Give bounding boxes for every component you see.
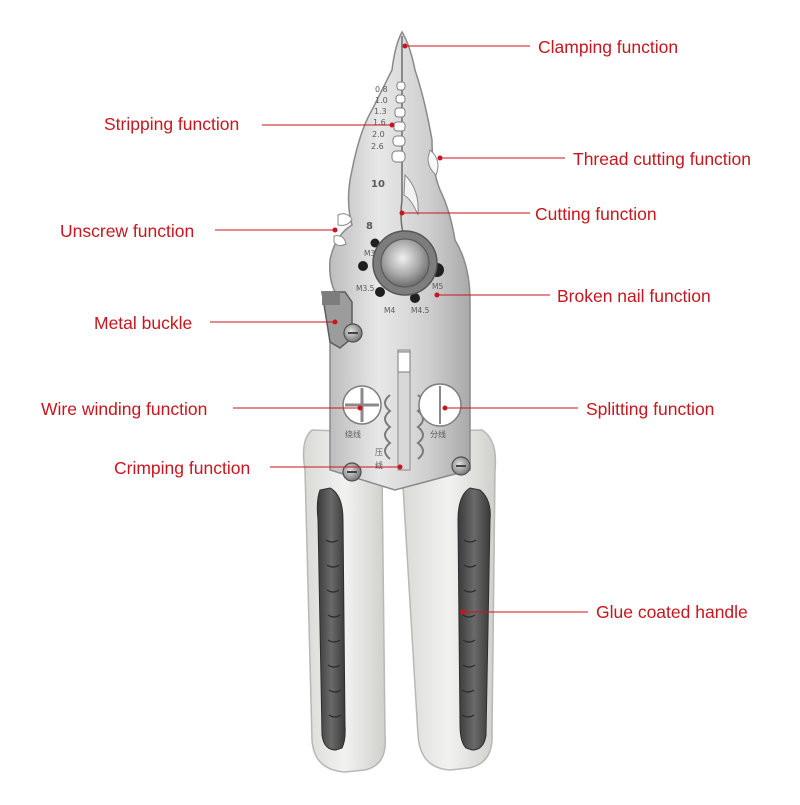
leader-lines xyxy=(210,43,588,615)
wire-winding-hole xyxy=(342,385,382,425)
splitting-hole xyxy=(418,383,462,427)
wire-winding-function-label: Wire winding function xyxy=(41,399,208,419)
screw-mark-m3: M3 xyxy=(364,249,375,258)
size-mark-8: 8 xyxy=(366,221,373,232)
glue-coated-handle-label: Glue coated handle xyxy=(596,602,748,622)
broken-nail-function-label: Broken nail function xyxy=(557,286,711,306)
gauge-mark-1: 1.0 xyxy=(375,96,388,105)
size-mark-10: 10 xyxy=(371,179,385,190)
unscrew-function-label: Unscrew function xyxy=(60,221,195,241)
steel-markings: 0.8 1.0 1.3 1.6 2.0 2.6 10 8 M3 M3.5 M4 … xyxy=(345,85,446,470)
clamping-function-label: Clamping function xyxy=(538,37,679,57)
grip-ridges-right xyxy=(461,539,477,718)
chinese-split-mark: 分线 xyxy=(430,429,446,439)
screw-mark-m5: M5 xyxy=(432,282,443,291)
gauge-mark-0: 0.8 xyxy=(375,85,388,94)
cutting-function-label: Cutting function xyxy=(535,204,657,224)
gauge-mark-2: 1.3 xyxy=(374,107,387,116)
thread-cutting-function-label: Thread cutting function xyxy=(573,149,752,169)
splitting-function-label: Splitting function xyxy=(586,399,715,419)
screw-mark-m35: M3.5 xyxy=(356,284,375,293)
screw-holes xyxy=(358,238,444,303)
gauge-mark-3: 1.6 xyxy=(373,118,386,127)
left-handle xyxy=(302,429,387,773)
chinese-crimp-mark: 压 xyxy=(375,448,383,457)
gauge-mark-4: 2.0 xyxy=(372,130,385,139)
chinese-winding-mark: 绕线 xyxy=(345,429,361,439)
pivot-knob xyxy=(380,238,430,288)
chinese-line-mark: 线 xyxy=(375,460,383,470)
metal-buckle-label: Metal buckle xyxy=(94,313,193,333)
gauge-mark-5: 2.6 xyxy=(371,142,384,151)
screw-mark-m45: M4.5 xyxy=(411,306,430,315)
metal-buckle xyxy=(321,291,363,349)
crimp-section xyxy=(384,349,424,471)
steel-head xyxy=(328,30,471,491)
grip-ridges-left xyxy=(325,539,342,718)
screw-mark-m4: M4 xyxy=(384,306,395,315)
right-handle xyxy=(401,429,497,771)
crimping-function-label: Crimping function xyxy=(114,458,251,478)
stripping-function-label: Stripping function xyxy=(104,114,240,134)
